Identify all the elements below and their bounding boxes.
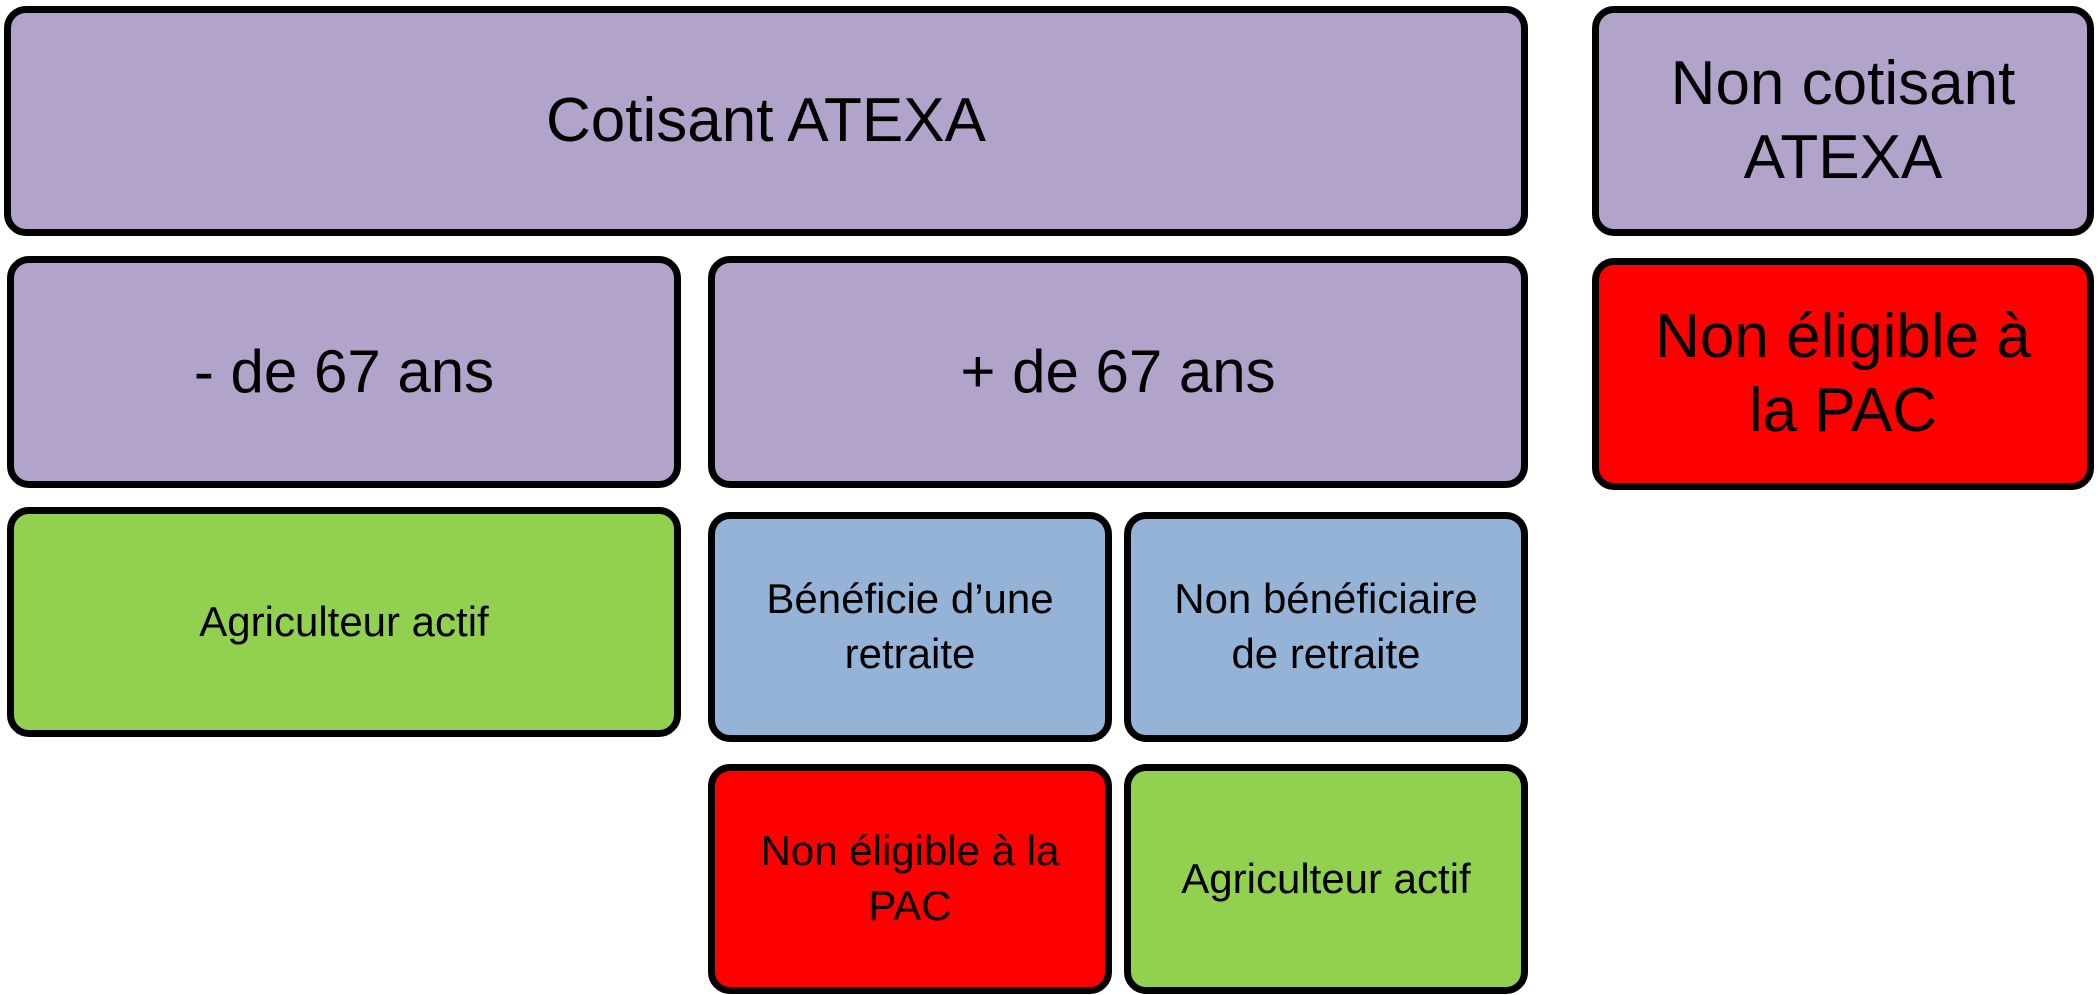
plus-67-ans-box: + de 67 ans <box>708 256 1528 488</box>
non-cotisant-atexa-box: Non cotisant ATEXA <box>1592 6 2094 236</box>
non-eligible-pac-right-label: Non éligible à la PAC <box>1655 301 2031 445</box>
non-beneficiaire-retraite-label: Non bénéficiaire de retraite <box>1174 575 1478 677</box>
agriculteur-actif-label-2: Agriculteur actif <box>1181 854 1471 902</box>
moins-67-ans-box: - de 67 ans <box>7 256 681 488</box>
agriculteur-actif-box-2: Agriculteur actif <box>1124 764 1528 994</box>
non-cotisant-atexa-label: Non cotisant ATEXA <box>1670 48 2016 192</box>
moins-67-ans-label: - de 67 ans <box>193 338 495 405</box>
cotisant-atexa-label: Cotisant ATEXA <box>546 85 986 155</box>
non-eligible-pac-bottom-label: Non éligible à la PAC <box>760 827 1060 929</box>
agriculteur-actif-box-1: Agriculteur actif <box>7 507 681 737</box>
beneficie-retraite-box: Bénéficie d’une retraite <box>708 512 1112 742</box>
non-eligible-pac-right-box: Non éligible à la PAC <box>1592 258 2094 490</box>
cotisant-atexa-box: Cotisant ATEXA <box>4 6 1528 236</box>
beneficie-retraite-label: Bénéficie d’une retraite <box>766 575 1054 677</box>
non-eligible-pac-bottom-box: Non éligible à la PAC <box>708 764 1112 994</box>
plus-67-ans-label: + de 67 ans <box>960 338 1276 405</box>
non-beneficiaire-retraite-box: Non bénéficiaire de retraite <box>1124 512 1528 742</box>
agriculteur-actif-label-1: Agriculteur actif <box>199 597 489 645</box>
